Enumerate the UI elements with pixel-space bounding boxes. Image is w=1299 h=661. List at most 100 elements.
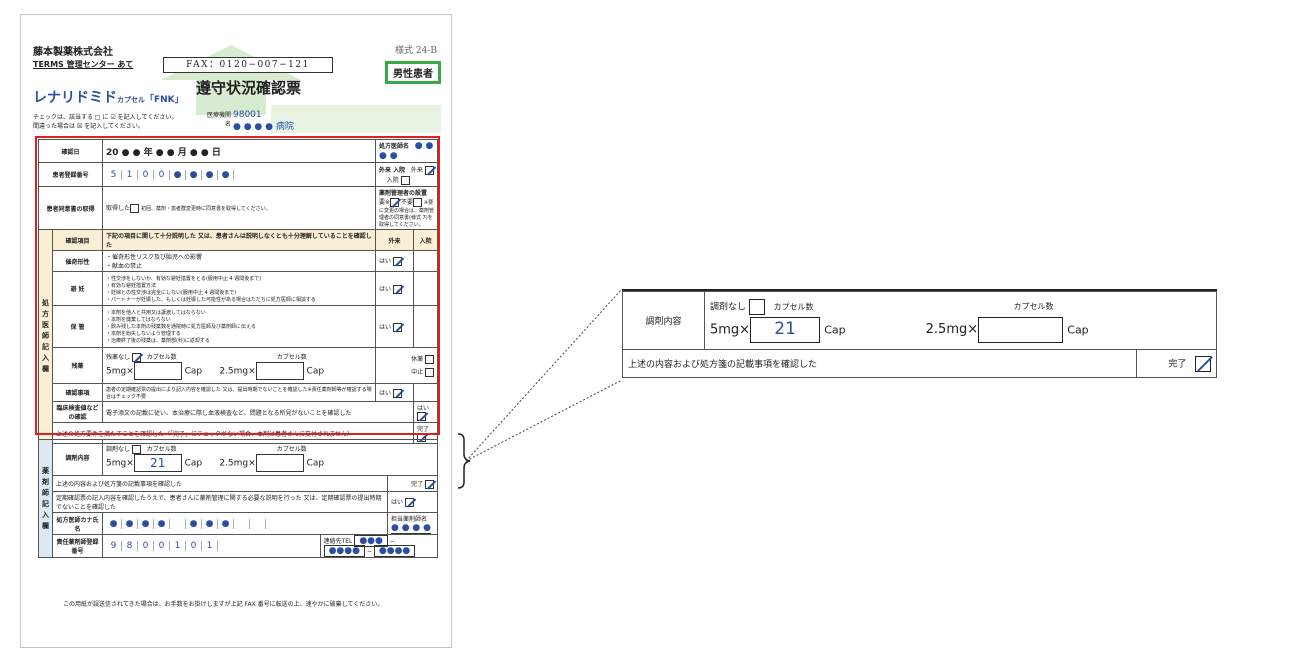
highlight-frame [35,136,440,435]
inpatient-cell [413,305,438,348]
header-inpatient: 入院 [413,229,438,251]
reg-digit: 0 [186,541,202,551]
table-row: 保 管 ・本剤を他人と共用又は譲渡してはならない ・本剤を廃棄してはならない ・… [39,305,438,348]
confirm-item-checkbox[interactable] [392,388,402,398]
zoom-capsule-count-label: カプセル数 [773,302,814,311]
row-item: 避 妊 [52,271,103,306]
consent-obtained-label: 取得した [106,205,131,212]
visit-type-label: 外来 入院 [379,166,406,174]
zoom-confirm-answer: 完了 [1168,359,1187,369]
pharm-confirm-checkbox[interactable] [425,479,434,489]
row-checkbox[interactable] [392,284,402,294]
digit: ● [170,169,186,180]
periodic-checkbox[interactable] [404,498,414,507]
form-page: 藤本製薬株式会社 TERMS 管理センター あて 様式 24-B 男性患者 FA… [20,14,452,648]
row-answer-cell: はい [375,305,414,348]
inpatient-label: 入院 [386,176,399,184]
capsule-count-label: カプセル数 [146,445,177,453]
form-number: 様式 24-B [395,46,437,56]
footer-note: この用紙が誤送信されてきた場合は、お手数をお掛けしますが上記 FAX 番号に転送… [63,601,384,608]
connector-line-top [465,288,623,462]
drug-manager-note: ※要に変更の場合は、薬剤管理者の同意書(様式 7)を取得してください。 [379,200,435,228]
rest-checkbox[interactable] [425,355,434,364]
kana-char: ● [106,518,122,529]
digit: ● [202,169,218,180]
kana-char: ● [202,518,218,529]
zoom-dispense-none-checkbox[interactable] [748,298,765,315]
pharmacist-section: 薬剤師記入欄 調剤内容 調剤なし カプセル数カプセル数 5mg×21 Cap 2… [38,439,439,558]
stop-checkbox[interactable] [425,368,434,377]
not-required-label: 不要 [400,199,413,206]
zoom-cap-unit: Cap [1067,323,1089,336]
dispense-label: 調剤内容 [52,439,103,476]
kana-char: ● [122,518,138,529]
row-answer: はい [379,285,392,293]
zoom-dose-25-input[interactable] [978,316,1064,343]
outpatient-checkbox[interactable] [424,165,434,175]
brand-code: 「FNK」 [145,95,184,105]
not-required-checkbox[interactable] [412,198,422,207]
lab-checkbox[interactable] [417,412,426,421]
doctor-name-value[interactable]: ● ● ● ● [379,141,434,161]
digit: 0 [138,169,154,180]
reg-digit: 0 [138,541,154,551]
cap-unit: Cap [306,366,325,376]
dose-25-input[interactable] [255,361,304,380]
row-answer-cell: はい [375,271,414,306]
zoom-dose-5-label: 5mg× [710,322,751,337]
brand-name: レナリドミド [33,90,117,106]
row-checkbox[interactable] [392,322,402,332]
pharmacist-name-value[interactable]: ● ● ● ● [391,523,431,534]
institution-value: 98001 ● ● ● ● 病院 [233,109,294,133]
dispense-none-checkbox[interactable] [131,444,141,454]
doctor-name-label: 処方医師名 [379,143,410,150]
reg-digit: 0 [154,541,170,551]
required-checkbox[interactable] [390,198,400,207]
zoom-confirm-checkbox[interactable] [1195,355,1211,372]
document-title: 遵守状況確認票 [196,79,302,97]
lab-answer-cell: はい [413,401,438,423]
kana-char [170,518,186,529]
instruction-2: 間違った場合は ☒ を記入してください。 [33,123,144,130]
dash: − [366,548,372,555]
dose-5-input[interactable]: 21 [133,453,182,472]
row-answer: はい [379,258,392,265]
leftover-none-checkbox[interactable] [131,352,141,362]
kana-char: ● [186,518,202,529]
row-checkbox[interactable] [392,257,402,266]
lab-answer: はい [417,405,430,412]
kana-char: ● [218,518,234,529]
reg-digit: 8 [122,541,138,551]
dose-25-input[interactable] [255,453,304,472]
reg-digit: 1 [170,541,186,551]
cap-unit: Cap [184,458,203,468]
dash: − [389,538,395,545]
visit-type-cell: 外来 入院 外来 入院 [375,162,438,187]
confirm-item-answer: はい [379,389,392,397]
inpatient-checkbox[interactable] [400,175,410,185]
zoom-dose-25-label: 2.5mg× [925,322,979,337]
institution-band [271,105,441,133]
outpatient-label: 外来 [410,166,423,174]
doctor-name-cell: 処方医師名 ● ● ● ● [375,139,438,163]
pharmacist-name-label: 担当薬剤師名 [391,516,428,523]
consent-checkbox[interactable] [130,204,140,213]
leftover-none-label: 残薬なし [106,353,131,361]
tel-1-input[interactable]: ●●● [354,535,388,547]
dose-5-input[interactable] [133,361,182,380]
reg-digit: 1 [202,541,218,551]
confirm-item-row: 確認事項 患者の定期確認票の提出により記入内容を確認した 又は、提出時期でないこ… [39,383,438,402]
kana-char: ● [154,518,170,529]
zoom-dose-5-input[interactable]: 21 [750,316,821,343]
tel-2-input[interactable]: ●●●● [323,545,365,557]
rest-label: 休薬 [411,356,424,363]
digit: 1 [122,169,138,180]
gender-badge: 男性患者 [385,61,441,84]
tel-3-input[interactable]: ●●●● [373,545,416,557]
dose-25-label: 2.5mg× [219,366,256,376]
final-answer: 完了 [417,426,430,433]
